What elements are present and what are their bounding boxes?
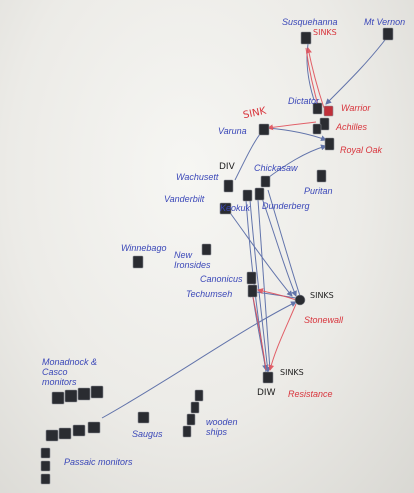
- label-wachusett: Wachusett: [176, 172, 219, 182]
- monitor-7: [72, 424, 86, 437]
- monitor-1: [51, 391, 65, 405]
- label-wooden-ships: wooden ships: [206, 417, 238, 437]
- ship-varuna: [258, 123, 270, 136]
- arrow-mtvernon-dictator: [325, 35, 389, 105]
- ship-achilles-2: [312, 123, 322, 135]
- ship-techumseh: [247, 284, 258, 298]
- monitor-2: [64, 389, 78, 403]
- ship-winnebago: [132, 255, 144, 269]
- monitor-5: [45, 429, 59, 442]
- ship-keokuk: [242, 189, 253, 202]
- passaic-1: [40, 447, 51, 459]
- label-monadnock: Monadnock & Casco monitors: [42, 357, 98, 387]
- label-new-ironsides: New Ironsides: [174, 250, 211, 270]
- annotation-sinks-susquehanna: SINKS: [313, 28, 337, 37]
- annotation-sinks-stonewall: SINKS: [310, 291, 334, 300]
- label-warrior: Warrior: [341, 103, 371, 113]
- ship-stonewall: [294, 294, 306, 306]
- ship-resistance: [262, 371, 274, 384]
- wooden-1: [194, 389, 204, 402]
- monitor-3: [77, 387, 91, 401]
- label-royal-oak: Royal Oak: [340, 145, 383, 155]
- ship-dictator: [312, 102, 323, 115]
- label-dunderberg: Dunderberg: [262, 201, 310, 211]
- ship-new-ironsides: [201, 243, 212, 256]
- arrow-chickasaw-stonewall: [267, 189, 301, 297]
- wooden-4: [182, 425, 192, 438]
- ship-dunderberg: [254, 187, 265, 201]
- ship-wachusett: [223, 179, 234, 193]
- arrow-wachusett-varuna: [234, 133, 261, 181]
- monitor-4: [90, 385, 104, 399]
- arrow-monitors-stonewall: [101, 301, 297, 419]
- passaic-2: [40, 460, 51, 472]
- label-susquehanna: Susquehanna: [282, 17, 338, 27]
- label-puritan: Puritan: [304, 186, 333, 196]
- arrow-dunderberg-resistance: [257, 199, 271, 371]
- ship-mt-vernon: [382, 27, 394, 41]
- label-varuna: Varuna: [218, 126, 247, 136]
- arrow-vanderbilt-stonewall: [227, 209, 293, 297]
- label-canonicus: Canonicus: [200, 274, 243, 284]
- label-passaic: Passaic monitors: [64, 457, 133, 467]
- ship-royal-oak: [324, 137, 335, 151]
- arrow-stonewall-resistance: [268, 303, 297, 371]
- label-dictator: Dictator: [288, 96, 320, 106]
- arrow-varuna-royaloak: [267, 127, 327, 142]
- arrow-achilles-varuna: [267, 121, 317, 131]
- wooden-2: [190, 401, 200, 414]
- ship-puritan: [316, 169, 327, 183]
- ship-susquehanna: [300, 31, 312, 45]
- ship-vanderbilt: [219, 202, 232, 215]
- label-saugus: Saugus: [132, 429, 163, 439]
- ship-saugus: [137, 411, 150, 424]
- label-vanderbilt: Vanderbilt: [164, 194, 205, 204]
- label-achilles: Achilles: [336, 122, 368, 132]
- label-stonewall: Stonewall: [304, 315, 344, 325]
- wooden-3: [186, 413, 196, 426]
- arrow-stonewall-canonicus: [257, 288, 297, 301]
- label-resistance: Resistance: [288, 389, 333, 399]
- ship-warrior: [323, 105, 334, 117]
- passaic-3: [40, 473, 51, 485]
- arrow-dunderberg-stonewall: [261, 197, 297, 297]
- label-winnebago: Winnebago: [121, 243, 167, 253]
- annotation-div-wachusett: DIV: [219, 162, 235, 172]
- label-mt-vernon: Mt Vernon: [364, 17, 406, 27]
- arrow-resistance-canonicus: [250, 291, 267, 371]
- label-keokuk: Keokuk: [220, 203, 251, 213]
- ship-achilles: [319, 117, 330, 131]
- label-techumseh: Techumseh: [186, 289, 233, 299]
- ship-chickasaw: [260, 175, 271, 188]
- arrow-chickasaw-royaloak: [264, 144, 327, 181]
- annotation-div-resistance: DIW: [257, 388, 276, 398]
- arrow-warrior-susquehanna: [306, 47, 325, 109]
- annotation-sinks-resistance: SINKS: [280, 368, 304, 377]
- label-chickasaw: Chickasaw: [254, 163, 298, 173]
- ship-canonicus: [246, 271, 257, 285]
- monitor-6: [58, 427, 72, 440]
- monitor-8: [87, 421, 101, 434]
